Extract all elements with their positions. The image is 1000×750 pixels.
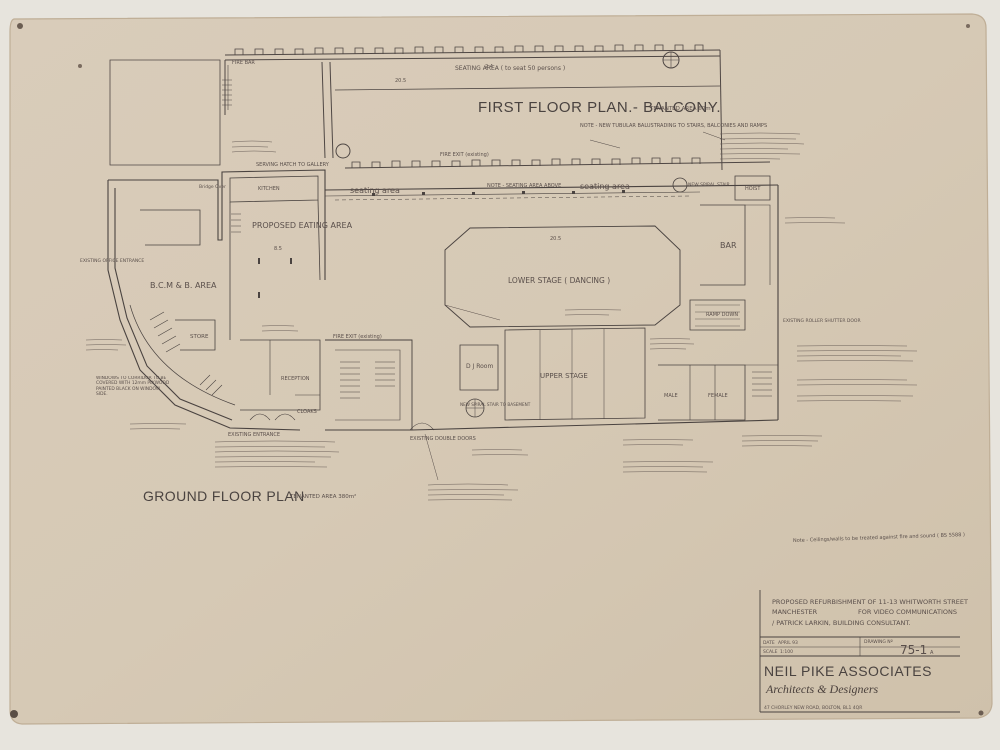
pin-hole (17, 23, 23, 29)
room-bar: BAR (720, 241, 737, 250)
room-male: MALE (664, 393, 678, 399)
seating-area-top-label: SEATING AREA ( to seat 50 persons ) (455, 65, 565, 72)
balustrade-note: NOTE - NEW TUBULAR BALUSTRADING TO STAIR… (580, 123, 767, 129)
room-hoist: HOIST (745, 186, 761, 192)
project-title-line2b: FOR VIDEO COMMUNICATIONS (858, 608, 957, 616)
pin-hole (978, 710, 984, 716)
existing-double-doors-label: EXISTING DOUBLE DOORS (410, 436, 476, 442)
fire-exit-mid-label: FIRE EXIT (existing) (333, 334, 382, 340)
pin-hole (10, 710, 18, 718)
first-floor-plan (109, 44, 771, 171)
drawing-number: 75-1 (900, 643, 927, 657)
firm-name: NEIL PIKE ASSOCIATES (764, 663, 932, 679)
scale-value: 1:100 (780, 649, 793, 655)
room-seating-area-right: seating area (580, 182, 630, 191)
room-bridge-over: Bridge Over (199, 184, 226, 190)
ground-floor-plan (107, 169, 779, 431)
existing-entrance-label: EXISTING ENTRANCE (228, 432, 280, 438)
room-bcm-area: B.C.M & B. AREA (150, 281, 217, 290)
firm-address: 47 CHORLEY NEW ROAD, BOLTON, BL1 4QR (764, 705, 862, 711)
drawing-number-label: DRAWING Nº (864, 639, 893, 645)
firm-tagline: Architects & Designers (765, 682, 879, 696)
ground-floor-area-label: TENANTED AREA 380m² (289, 493, 356, 500)
fire-bar-label: FIRE BAR (232, 60, 255, 66)
room-dj-room: D J Room (466, 363, 493, 370)
dimension-stage: 20.5 (550, 236, 561, 242)
room-kitchen: KITCHEN (258, 186, 280, 192)
title-block (759, 590, 960, 713)
fire-exit-top-label: FIRE EXIT (existing) (440, 152, 489, 158)
room-female: FEMALE (708, 393, 728, 399)
room-proposed-eating-area: PROPOSED EATING AREA (252, 221, 353, 230)
dimension-eating: 8.5 (274, 246, 282, 252)
dimension-top-b: 2.4 (485, 64, 493, 70)
date-label: DATE (763, 640, 775, 646)
roller-shutter-label: EXISTING ROLLER SHUTTER DOOR (783, 318, 861, 324)
windows-note: WINDOWS TO CORRIDOR TO BE COVERED WITH 1… (96, 376, 170, 398)
seating-above-note: NOTE - SEATING AREA ABOVE (487, 183, 561, 189)
serving-hatch-label: SERVING HATCH TO GALLERY (256, 162, 330, 168)
handwritten-notes-decoration (231, 132, 846, 224)
revision: A (930, 650, 934, 656)
windows-note-container: WINDOWS TO CORRIDOR TO BE COVERED WITH 1… (96, 376, 170, 398)
room-spiral-stair-basement: NEW SPIRAL STAIR TO BASEMENT (460, 402, 531, 407)
room-lower-stage: LOWER STAGE ( DANCING ) (508, 276, 610, 285)
handwritten-notes-decoration (85, 309, 918, 501)
project-title-line2: MANCHESTER (772, 608, 818, 616)
existing-office-entrance-label: EXISTING OFFICE ENTRANCE (80, 258, 144, 264)
project-title-line3: / PATRICK LARKIN, BUILDING CONSULTANT. (772, 619, 911, 627)
project-title-line1: PROPOSED REFURBISHMENT OF 11-13 WHITWORT… (772, 598, 968, 606)
room-seating-area-left: seating area (350, 186, 400, 195)
room-store: STORE (190, 334, 209, 340)
pin-hole (966, 24, 970, 28)
scale-label: SCALE (763, 649, 778, 655)
leader-line (424, 433, 439, 481)
room-upper-stage: UPPER STAGE (540, 372, 588, 380)
pin-hole (78, 64, 82, 68)
room-reception: RECEPTION (281, 376, 310, 382)
room-cloaks: CLOAKS (297, 409, 317, 415)
first-floor-area-label: TENANTED AREA 60m² (649, 105, 713, 112)
dimension-top-a: 20.5 (395, 78, 406, 84)
first-floor-title: FIRST FLOOR PLAN.- BALCONY. (478, 99, 721, 116)
leader-line (444, 304, 501, 321)
room-ramp-down: RAMP DOWN (706, 312, 738, 318)
ground-floor-title: GROUND FLOOR PLAN (143, 488, 305, 504)
paper-sheet (9, 13, 993, 725)
room-new-spiral-stair: NEW SPIRAL STAIR (688, 182, 730, 188)
date-value: APRIL 93 (778, 640, 798, 646)
